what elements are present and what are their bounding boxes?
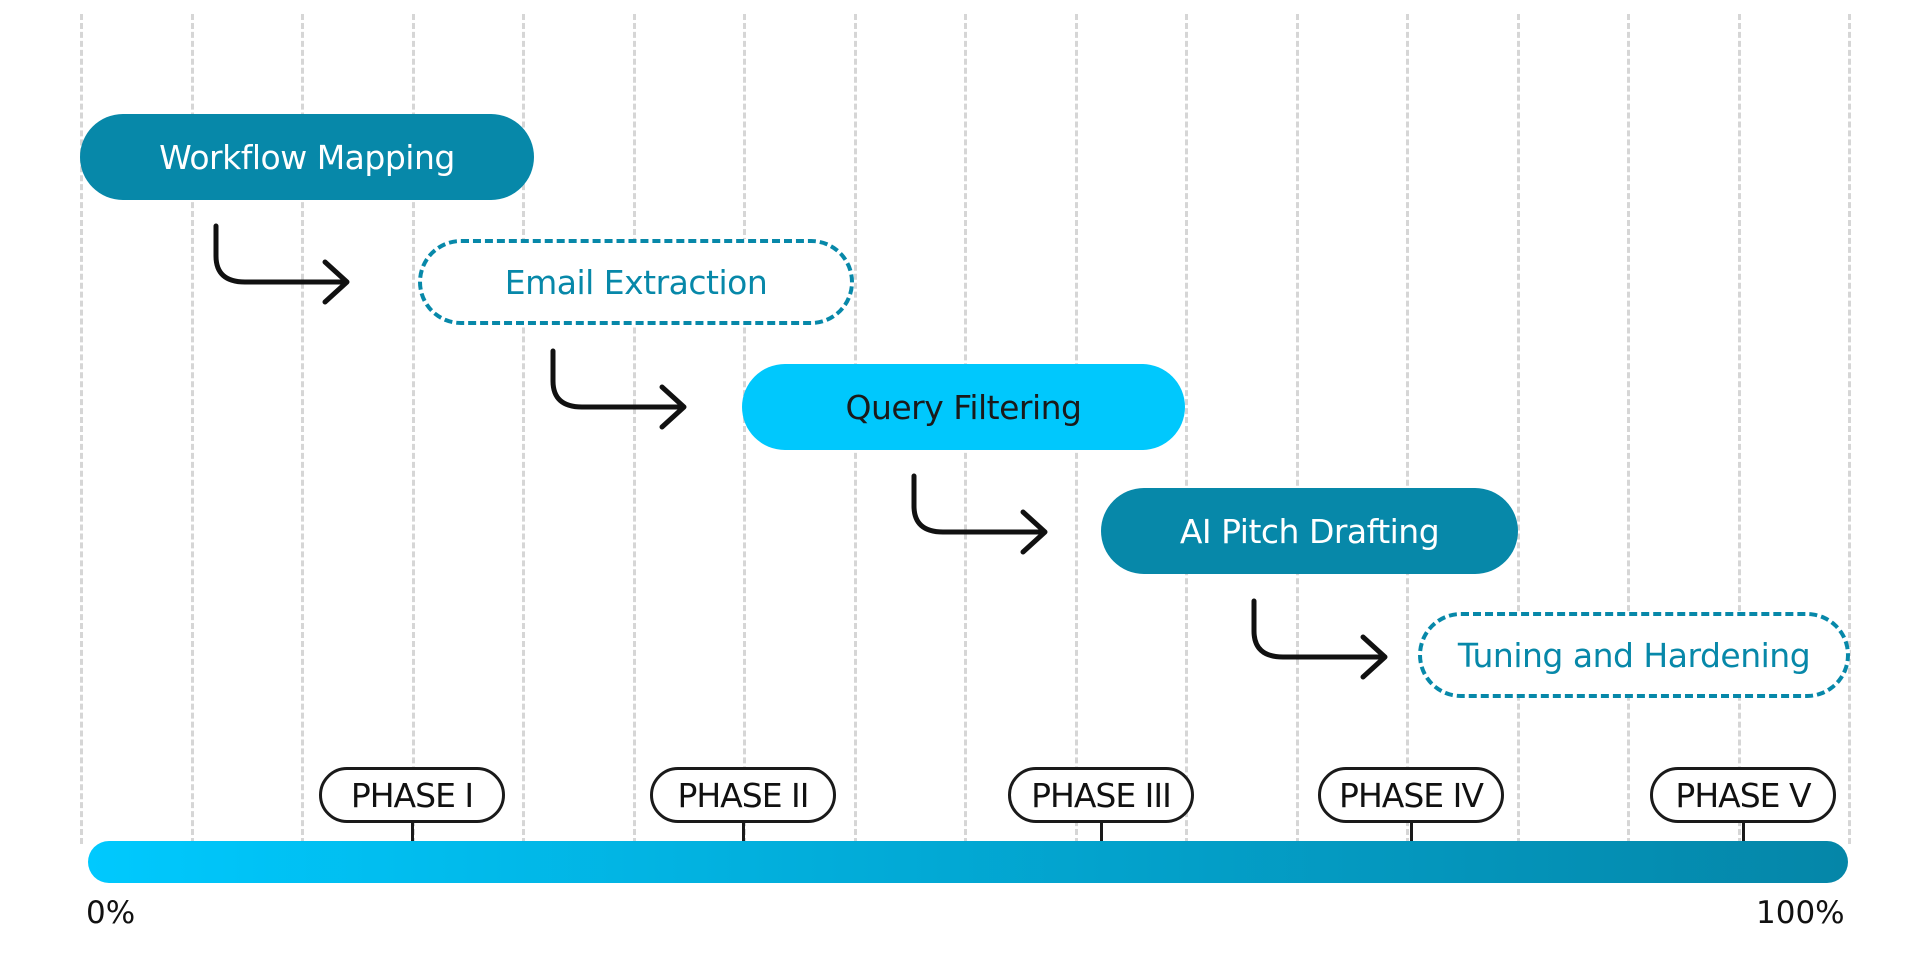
grid-line (301, 14, 304, 844)
grid-line (522, 14, 525, 844)
phase-label-2: PHASE II (650, 767, 836, 823)
arrow-1 (213, 223, 350, 305)
arrow-2 (550, 348, 687, 430)
axis-start-label: 0% (86, 895, 136, 931)
grid-line (1516, 14, 1520, 844)
task-ai-pitch-drafting: AI Pitch Drafting (1101, 488, 1518, 574)
phase-label-3: PHASE III (1008, 767, 1194, 823)
phase-tick-5 (1741, 823, 1745, 843)
phase-tick-1 (410, 823, 414, 843)
grid-line (411, 14, 415, 844)
grid-line (1737, 14, 1741, 844)
grid-line (632, 14, 636, 844)
phase-label-1: PHASE I (319, 767, 505, 823)
grid-line (1406, 14, 1409, 844)
arrow-3 (911, 473, 1048, 555)
grid-line (1185, 14, 1188, 844)
task-email-extraction: Email Extraction (418, 239, 854, 325)
axis-end-label: 100% (1756, 895, 1845, 931)
task-tuning-and-hardening: Tuning and Hardening (1418, 612, 1850, 698)
grid-line (190, 14, 194, 844)
task-workflow-mapping: Workflow Mapping (80, 114, 534, 200)
grid-line (1627, 14, 1630, 844)
grid-line (80, 14, 83, 844)
task-query-filtering: Query Filtering (742, 364, 1185, 450)
phase-tick-4 (1409, 823, 1413, 843)
timeline-progress-bar (88, 841, 1848, 883)
grid-line (743, 14, 746, 844)
phase-label-5: PHASE V (1650, 767, 1836, 823)
grid-line (1295, 14, 1299, 844)
phase-label-4: PHASE IV (1318, 767, 1504, 823)
arrow-4 (1251, 598, 1388, 680)
grid-line (1848, 14, 1851, 844)
phase-tick-3 (1099, 823, 1103, 843)
phase-tick-2 (741, 823, 745, 843)
